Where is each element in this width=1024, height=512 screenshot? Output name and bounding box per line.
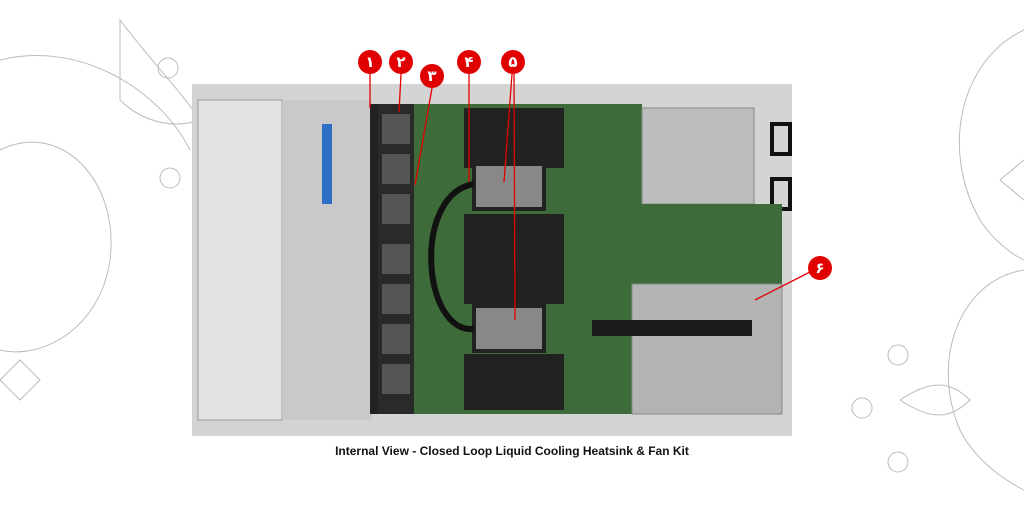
image-caption: Internal View - Closed Loop Liquid Cooli… <box>335 444 689 458</box>
callout-6: ۶ <box>808 256 832 280</box>
callout-4: ۴ <box>457 50 481 74</box>
server-internal-image <box>192 84 792 436</box>
callout-1: ۱ <box>358 50 382 74</box>
callout-3: ۳ <box>420 64 444 88</box>
callout-5: ۵ <box>501 50 525 74</box>
callout-2: ۲ <box>389 50 413 74</box>
